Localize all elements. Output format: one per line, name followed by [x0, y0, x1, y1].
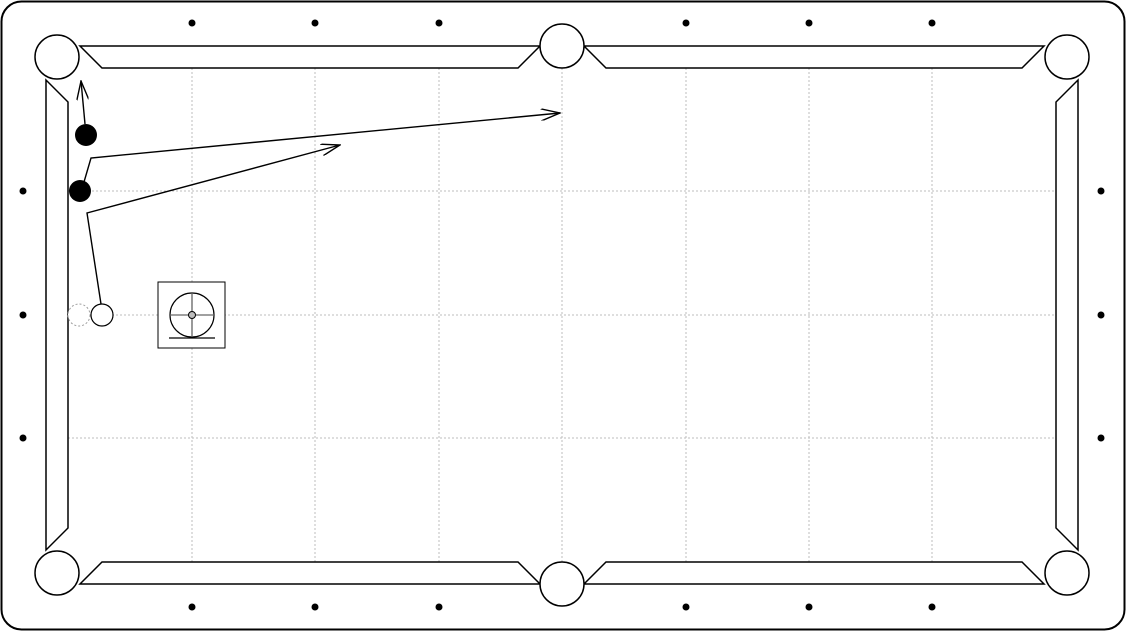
diamond-marker	[311, 603, 319, 611]
diamonds	[19, 19, 1105, 611]
diamond-marker	[19, 311, 27, 319]
cue-ball-path	[86, 145, 340, 305]
bottom-right-cushion	[582, 561, 1046, 585]
ghost-cue-ball	[67, 303, 91, 327]
top-right-cushion	[582, 45, 1046, 69]
diamond-marker	[682, 603, 690, 611]
top-left-cushion	[78, 45, 542, 69]
object-ball-2	[75, 124, 97, 146]
diamond-marker	[19, 434, 27, 442]
diamond-marker	[928, 19, 936, 27]
diamond-marker	[1097, 434, 1105, 442]
top-middle-pocket	[539, 23, 585, 69]
diamond-marker	[805, 603, 813, 611]
table-grid	[68, 68, 1056, 562]
diamond-marker	[1097, 187, 1105, 195]
bottom-left-cushion	[78, 561, 542, 585]
diamond-marker	[682, 19, 690, 27]
diamond-marker	[188, 603, 196, 611]
diamond-marker	[311, 19, 319, 27]
cue-ball	[90, 303, 114, 327]
diamond-marker	[928, 603, 936, 611]
bottom-left-pocket	[34, 550, 80, 596]
diamond-marker	[435, 19, 443, 27]
diamond-marker	[188, 19, 196, 27]
diamond-marker	[805, 19, 813, 27]
top-left-pocket	[34, 34, 80, 80]
pockets	[34, 23, 1090, 607]
diamond-marker	[19, 187, 27, 195]
diamond-marker	[1097, 311, 1105, 319]
object-ball-1-path	[83, 113, 560, 183]
diamond-marker	[435, 603, 443, 611]
shot-paths	[81, 81, 560, 305]
right-cushion	[1055, 78, 1079, 552]
top-right-pocket	[1044, 34, 1090, 80]
bottom-middle-pocket	[539, 561, 585, 607]
object-ball-1	[69, 180, 91, 202]
cue-ball-hit-point-icon	[157, 281, 226, 349]
balls	[67, 124, 114, 327]
object-ball-2-path	[81, 81, 85, 125]
bottom-right-pocket	[1044, 550, 1090, 596]
cushions	[45, 45, 1079, 585]
left-cushion	[45, 78, 69, 552]
